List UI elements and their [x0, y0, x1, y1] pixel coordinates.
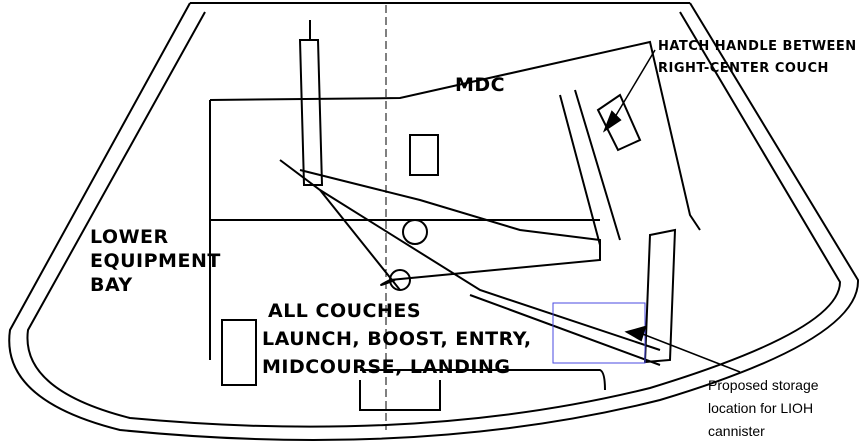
couch-frame — [279, 89, 661, 366]
strut-left — [298, 20, 324, 186]
mdc-label: MDC — [455, 74, 506, 96]
storage-note-line-2: location for LIOH — [708, 400, 814, 416]
couch-modes-line-1: LAUNCH, BOOST, ENTRY, — [262, 328, 532, 350]
storage-note-line-1: Proposed storage — [708, 377, 819, 393]
storage-pointer — [639, 332, 741, 373]
lower-equipment-bay-label-1: LOWER — [90, 226, 169, 248]
couch-modes-line-2: MIDCOURSE, LANDING — [262, 356, 511, 378]
storage-arrowhead — [624, 325, 647, 342]
hatch-handle-label-1: HATCH HANDLE BETWEEN — [658, 39, 857, 54]
equipment-bay-wall — [209, 40, 701, 360]
panel — [221, 319, 257, 386]
right-panel — [643, 228, 677, 364]
hatch-pointer — [611, 49, 656, 123]
hatch-handle — [596, 93, 642, 152]
lower-equipment-bay-label-3: BAY — [90, 274, 133, 296]
pivot — [389, 269, 411, 291]
hatch-handle-label-2: RIGHT-CENTER COUCH — [658, 61, 829, 76]
outer-hull — [8, 2, 860, 441]
hatch-arrowhead — [602, 110, 622, 133]
pivot-2 — [402, 219, 428, 245]
lower-equipment-bay-label-2: EQUIPMENT — [90, 250, 221, 272]
storage-highlight-box — [552, 302, 646, 364]
headrest — [409, 134, 439, 176]
storage-note-line-3: cannister — [708, 423, 765, 439]
floor-lines — [359, 369, 606, 411]
all-couches-label: ALL COUCHES — [268, 300, 422, 322]
inner-hull — [26, 11, 842, 428]
